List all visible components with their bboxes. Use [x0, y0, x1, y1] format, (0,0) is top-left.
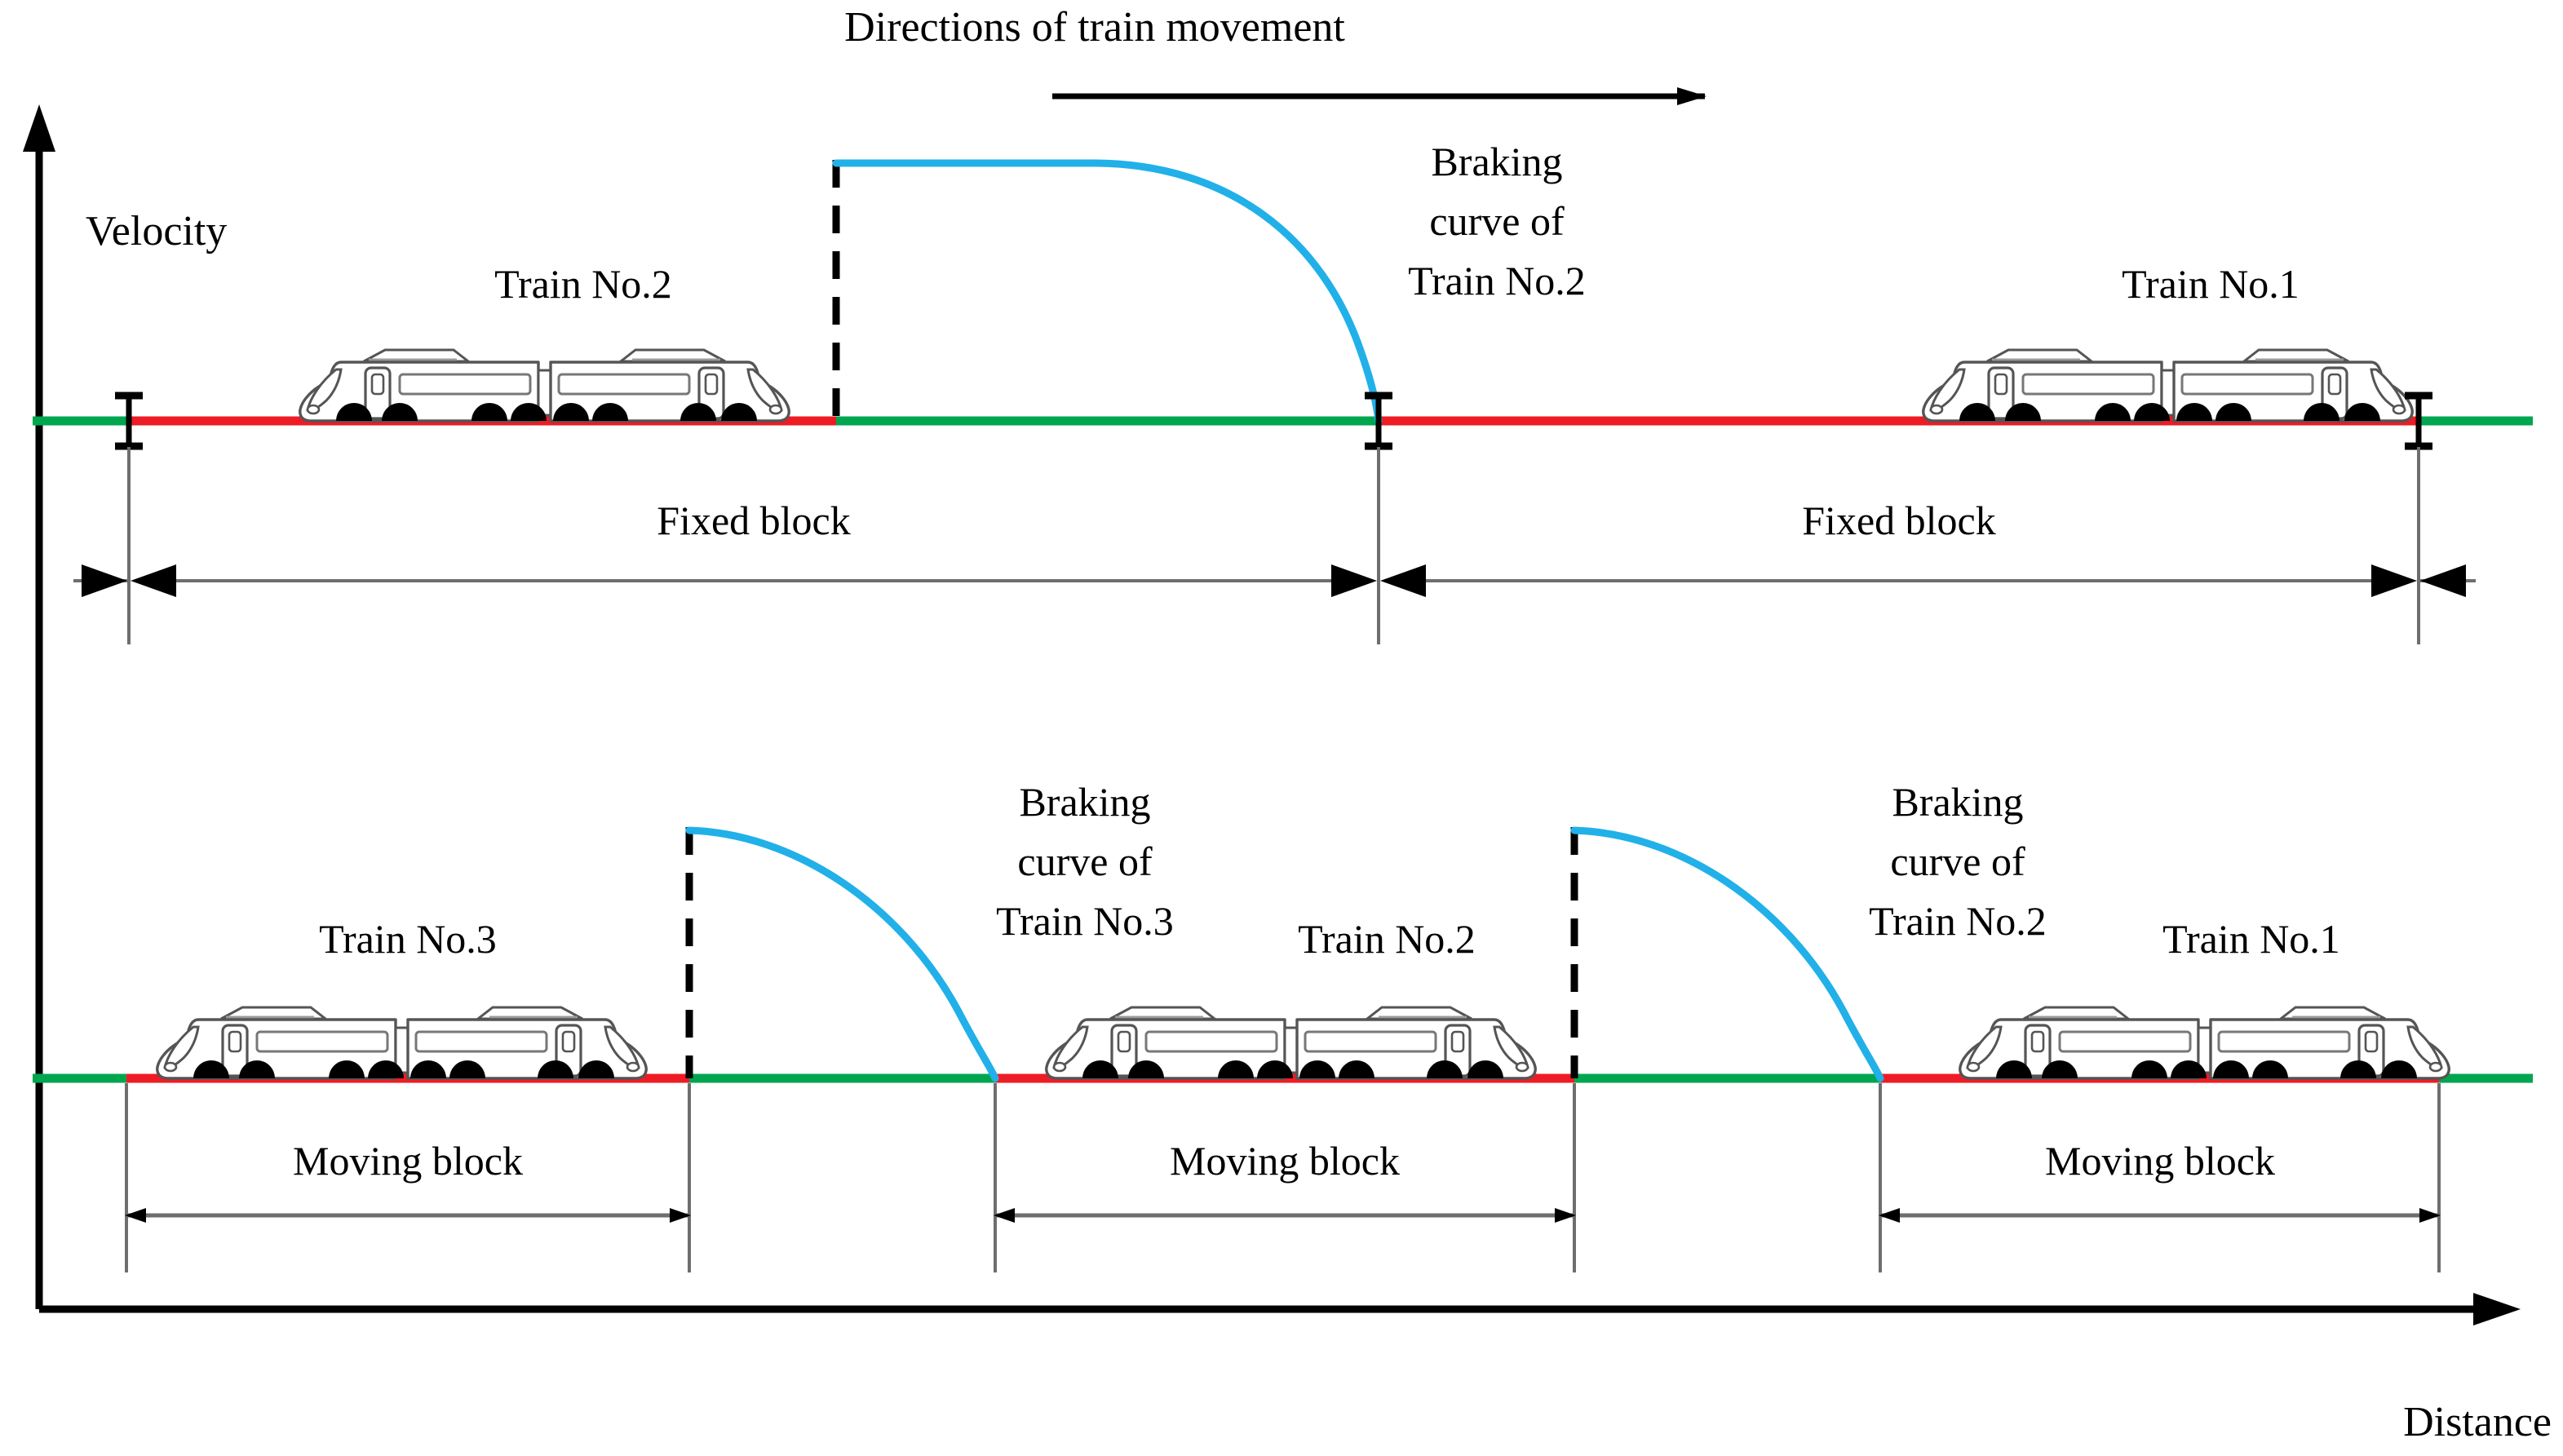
moving-block-dimension-row: Moving block Moving block Moving block: [125, 1138, 2441, 1223]
dimension-arrow-pair: [1331, 564, 1426, 597]
moving-block-drop-lines: [125, 1083, 2441, 1272]
braking-curve-label-top-line-3: Train No.2: [1408, 258, 1586, 303]
block-label-moving-block-1: Moving block: [293, 1138, 523, 1184]
train-label-bot-train-1: Train No.1: [2162, 916, 2340, 962]
fixed-block-dimension-row: Fixed block Fixed block: [73, 498, 2476, 597]
braking-curve-label-bot2-line-2: curve of: [1890, 839, 2025, 884]
fixed-block-boundary-markers: [115, 395, 2432, 644]
braking-curve-label-bot3-line-3: Train No.3: [996, 898, 1174, 944]
train-label-top-train-1: Train No.1: [2122, 261, 2300, 307]
axes: [23, 104, 2521, 1325]
distance-axis-label: Distance: [2403, 1399, 2552, 1445]
braking-curve-bot-train-3: [685, 826, 999, 1082]
velocity-axis-arrowhead: [23, 104, 55, 152]
direction-of-movement-label: Directions of train movement: [844, 4, 1345, 51]
braking-curve-label-top-line-1: Braking: [1431, 139, 1562, 184]
train-graphic-top-train-2: [299, 348, 790, 423]
train-label-bot-train-3: Train No.3: [319, 916, 497, 962]
velocity-axis-label: Velocity: [86, 208, 227, 254]
block-label-fixed-block-right: Fixed block: [1802, 498, 1995, 543]
braking-curve-label-bot3-line-1: Braking: [1019, 779, 1150, 825]
dimension-arrow-pair: [2371, 564, 2466, 597]
braking-curve-bot-train-2: [1570, 826, 1884, 1082]
train-label-bot-train-2: Train No.2: [1298, 916, 1476, 962]
block-label-moving-block-3: Moving block: [2045, 1138, 2275, 1184]
block-label-fixed-block-left: Fixed block: [657, 498, 850, 543]
fixed-block-panel: Train No.2 Train No.1 Braking curve of T…: [33, 139, 2533, 644]
train-graphic-top-train-1: [1922, 348, 2414, 423]
braking-curve-top-train-2: [832, 159, 1383, 425]
dimension-arrow-pair: [82, 564, 176, 597]
moving-block-panel: Train No.3 Train No.2 Train No.1 Braking…: [33, 779, 2533, 1272]
train-graphic-bot-train-3: [156, 1006, 648, 1080]
braking-curve-label-bot2-line-1: Braking: [1892, 779, 2023, 825]
braking-curve-label-top-line-2: curve of: [1429, 198, 1565, 244]
block-label-moving-block-2: Moving block: [1170, 1138, 1400, 1184]
train-graphic-bot-train-1: [1959, 1006, 2450, 1080]
train-graphic-bot-train-2: [1045, 1006, 1537, 1080]
train-label-top-train-2: Train No.2: [494, 261, 672, 307]
braking-curve-label-bot3-line-2: curve of: [1017, 839, 1153, 884]
distance-axis-arrowhead: [2473, 1293, 2521, 1325]
braking-curve-label-bot2-line-3: Train No.2: [1869, 898, 2047, 944]
